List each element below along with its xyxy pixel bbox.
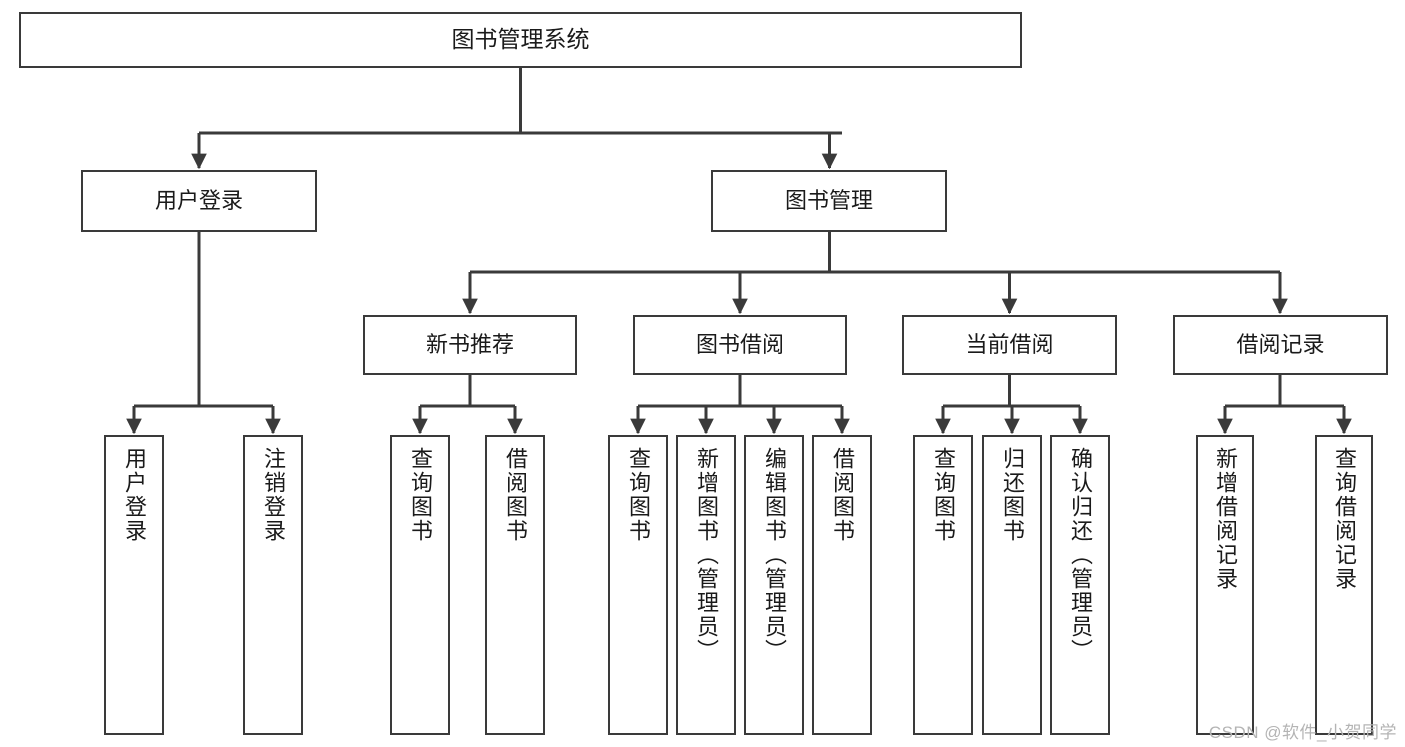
- node-label: 用户登录: [122, 447, 147, 543]
- leaf-query-borrow-record[interactable]: 查询借阅记录: [1315, 435, 1373, 735]
- leaf-borrow-books[interactable]: 借阅图书: [812, 435, 872, 735]
- leaf-logout[interactable]: 注销登录: [243, 435, 303, 735]
- node-book-management[interactable]: 图书管理: [711, 170, 947, 232]
- node-label: 查询图书: [408, 447, 433, 543]
- node-label: 新增借阅记录: [1213, 447, 1238, 591]
- leaf-confirm-return-admin[interactable]: 确认归还（管理员）: [1050, 435, 1110, 735]
- leaf-return-books[interactable]: 归还图书: [982, 435, 1042, 735]
- node-label: 借阅记录: [1236, 332, 1325, 358]
- node-new-book-recommendation[interactable]: 新书推荐: [363, 315, 577, 375]
- node-root-book-management-system[interactable]: 图书管理系统: [19, 12, 1022, 68]
- watermark-text: CSDN @软件_小贺同学: [1208, 723, 1397, 742]
- node-current-borrowing[interactable]: 当前借阅: [902, 315, 1117, 375]
- node-label: 新增图书（管理员）: [694, 447, 719, 663]
- node-label: 用户登录: [154, 188, 243, 214]
- node-label: 借阅图书: [503, 447, 528, 543]
- leaf-add-borrow-record[interactable]: 新增借阅记录: [1196, 435, 1254, 735]
- node-borrow-records[interactable]: 借阅记录: [1173, 315, 1388, 375]
- leaf-query-books-borrow[interactable]: 查询图书: [608, 435, 668, 735]
- node-label: 确认归还（管理员）: [1068, 447, 1093, 663]
- node-label: 图书管理系统: [451, 26, 590, 53]
- node-label: 查询图书: [626, 447, 651, 543]
- leaf-query-books-current[interactable]: 查询图书: [913, 435, 973, 735]
- node-book-borrowing[interactable]: 图书借阅: [633, 315, 847, 375]
- node-label: 归还图书: [1000, 447, 1025, 543]
- node-label: 编辑图书（管理员）: [762, 447, 787, 663]
- node-label: 图书借阅: [695, 332, 784, 358]
- node-label: 注销登录: [261, 447, 286, 543]
- leaf-add-book-admin[interactable]: 新增图书（管理员）: [676, 435, 736, 735]
- leaf-query-books-new[interactable]: 查询图书: [390, 435, 450, 735]
- leaf-user-login[interactable]: 用户登录: [104, 435, 164, 735]
- node-label: 新书推荐: [425, 332, 514, 358]
- node-label: 借阅图书: [830, 447, 855, 543]
- node-label: 当前借阅: [965, 332, 1054, 358]
- node-label: 图书管理: [784, 188, 873, 214]
- leaf-edit-book-admin[interactable]: 编辑图书（管理员）: [744, 435, 804, 735]
- leaf-borrow-books-new[interactable]: 借阅图书: [485, 435, 545, 735]
- node-user-login[interactable]: 用户登录: [81, 170, 317, 232]
- node-label: 查询图书: [931, 447, 956, 543]
- node-label: 查询借阅记录: [1332, 447, 1357, 591]
